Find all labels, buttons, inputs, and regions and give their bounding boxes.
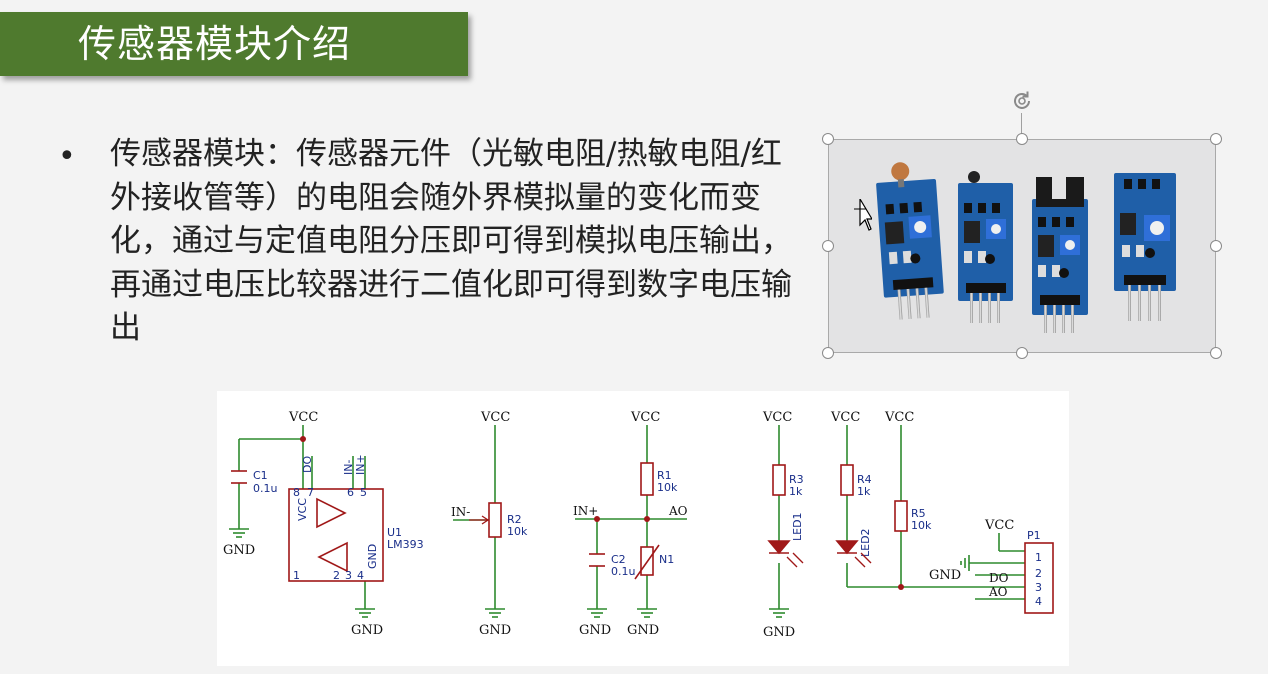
do-net: DO <box>989 571 1009 585</box>
in-minus-net: IN- <box>451 505 470 519</box>
sensor-photo[interactable] <box>822 133 1222 359</box>
rotate-handle-icon[interactable] <box>1010 89 1034 113</box>
gnd-label-3: GND <box>479 623 511 638</box>
ao-net-2: AO <box>988 585 1008 599</box>
led1-label: LED1 <box>791 512 804 541</box>
move-cursor-icon <box>854 199 872 231</box>
pin-8: 8 <box>293 486 300 499</box>
r5-label: R5 <box>911 507 926 520</box>
wires <box>238 425 1025 609</box>
gnd-label-6: GND <box>763 625 795 640</box>
n1-label: N1 <box>659 553 674 566</box>
sensor-modules-image <box>828 139 1216 353</box>
pin-2: 2 <box>333 569 340 582</box>
pin-6: 6 <box>347 486 354 499</box>
gnd-label-7: GND <box>929 568 961 583</box>
r2-label: R2 <box>507 513 522 526</box>
r1-label: R1 <box>657 469 672 482</box>
led2-label: LED2 <box>859 528 872 557</box>
bullet-text[interactable]: 传感器模块：传感器元件（光敏电阻/热敏电阻/红外接收管等）的电阻会随外界模拟量的… <box>110 136 792 346</box>
vcc-label-2: VCC <box>480 410 510 425</box>
in-plus-net: IN+ <box>573 504 598 518</box>
ao-net-1: AO <box>668 504 688 518</box>
c2-label: C2 <box>611 553 626 566</box>
module-photoresistor <box>876 162 944 320</box>
in-minus-pin-label: IN- <box>342 460 355 475</box>
vcc-label-4: VCC <box>762 410 792 425</box>
module-thermistor <box>958 171 1013 323</box>
r2-value: 10k <box>507 525 528 538</box>
junctions <box>300 436 904 590</box>
c2-value: 0.1u <box>611 565 635 578</box>
gnd-label-4: GND <box>579 623 611 638</box>
pin-4: 4 <box>357 569 364 582</box>
vcc-label-5: VCC <box>830 410 860 425</box>
rotate-stem <box>1021 113 1022 139</box>
conn-pin-1: 1 <box>1035 551 1042 564</box>
p1-connector-label: P1 <box>1027 529 1041 542</box>
resize-handle-top-right[interactable] <box>1210 133 1222 145</box>
module-ir-reflective <box>1114 173 1176 321</box>
vcc-pin-label: VCC <box>296 498 309 521</box>
gnd-label-2: GND <box>351 623 383 638</box>
u1-part: LM393 <box>387 538 424 551</box>
r4-value: 1k <box>857 485 871 498</box>
bullet-icon: • <box>58 139 76 174</box>
pin-7: 7 <box>307 486 314 499</box>
pin-5: 5 <box>360 486 367 499</box>
r1-value: 10k <box>657 481 678 494</box>
gnd-pin-label: GND <box>366 544 379 569</box>
selection-frame <box>828 139 1216 353</box>
in-plus-pin-label: IN+ <box>354 454 367 475</box>
schematic-text: VCC VCC VCC VCC VCC VCC VCC GND GND GND … <box>223 410 1014 640</box>
module-ir-receiver <box>1032 177 1088 333</box>
u1-label: U1 <box>387 526 402 539</box>
slide-title[interactable]: 传感器模块介绍 <box>78 22 352 66</box>
resize-handle-top-left[interactable] <box>822 133 834 145</box>
r5-value: 10k <box>911 519 932 532</box>
resize-handle-right[interactable] <box>1210 240 1222 252</box>
gnd-label-5: GND <box>627 623 659 638</box>
conn-pin-4: 4 <box>1035 595 1042 608</box>
r3-label: R3 <box>789 473 804 486</box>
vcc-label-6: VCC <box>884 410 914 425</box>
resize-handle-top[interactable] <box>1016 133 1028 145</box>
resize-handle-left[interactable] <box>822 240 834 252</box>
conn-pin-2: 2 <box>1035 567 1042 580</box>
c1-value: 0.1u <box>253 482 277 495</box>
ground-symbols <box>229 528 970 618</box>
vcc-label-1: VCC <box>288 410 318 425</box>
resize-handle-bottom-left[interactable] <box>822 347 834 359</box>
pin-1: 1 <box>293 569 300 582</box>
schematic-diagram[interactable]: VCC VCC VCC VCC VCC VCC VCC GND GND GND … <box>217 391 1069 666</box>
r4-label: R4 <box>857 473 872 486</box>
vcc-label-7: VCC <box>984 518 1014 533</box>
r3-value: 1k <box>789 485 803 498</box>
resize-handle-bottom-right[interactable] <box>1210 347 1222 359</box>
part-labels: C1 0.1u U1 LM393 DO IN- IN+ VCC GND 8 7 … <box>253 454 1042 608</box>
pin-3: 3 <box>345 569 352 582</box>
parts <box>231 462 1054 614</box>
conn-pin-3: 3 <box>1035 581 1042 594</box>
do-pin-label: DO <box>301 456 314 473</box>
title-banner: 传感器模块介绍 <box>0 12 468 76</box>
vcc-label-3: VCC <box>630 410 660 425</box>
net-labels: IN- IN+ AO DO AO <box>451 504 1009 599</box>
resize-handle-bottom[interactable] <box>1016 347 1028 359</box>
arrows <box>469 515 872 568</box>
c1-label: C1 <box>253 469 268 482</box>
gnd-label-1: GND <box>223 543 255 558</box>
